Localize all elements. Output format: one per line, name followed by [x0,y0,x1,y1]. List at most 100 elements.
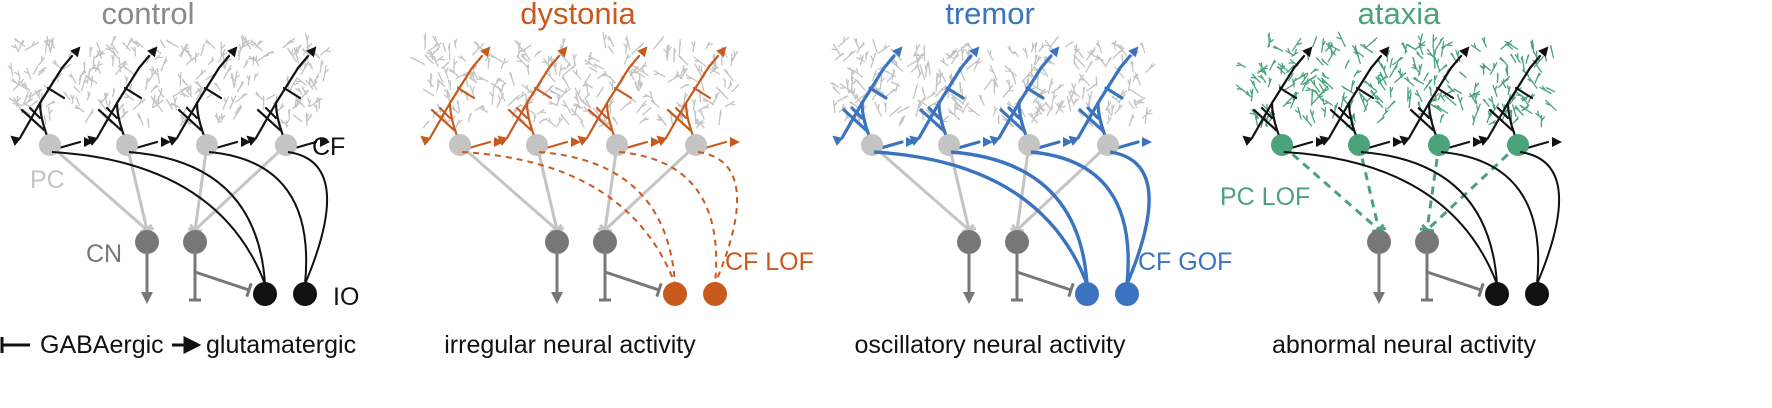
cf-axon [1440,151,1540,285]
arrowhead-icon [161,137,171,147]
pc-axon [193,143,288,232]
pc-soma [449,134,471,156]
pc-soma [606,134,628,156]
pc-axon [1015,144,1031,231]
io-soma [663,282,687,306]
cf-axon [1283,151,1498,285]
io-soma [703,282,727,306]
cf-axon [1030,150,1130,285]
arrowhead-icon [1316,137,1326,147]
io-soma [1485,282,1509,306]
arrowhead-icon [497,135,509,146]
caption-dystonia: irregular neural activity [444,331,696,359]
pc-soma [526,134,548,156]
io-soma [1075,282,1099,306]
arrowhead-icon [637,46,648,58]
arrowhead-icon [1068,135,1080,146]
panel-title-control: control [101,0,194,31]
circuit-drawing [7,31,1562,306]
pc-soma [938,134,960,156]
arrowhead-icon [320,137,330,147]
pc-axon [1425,143,1520,232]
arrowhead-icon [557,46,568,58]
pc-dendrite-tree [7,35,94,126]
pc-axon [49,143,148,232]
pc-dendrite-tree [830,36,922,128]
arrowhead-icon [10,135,22,146]
arrowhead-icon [241,137,251,147]
cf-axon [618,151,718,285]
cf-lof-label: CF LOF [725,248,814,276]
arrowhead-icon [1379,46,1390,58]
cn-label: CN [86,240,122,268]
cf-axon [1360,151,1498,285]
arrowhead-icon [494,137,504,147]
cf-branch [1068,46,1152,152]
arrowhead-icon [1302,46,1313,58]
cn-soma [135,230,159,254]
arrowhead-icon [989,135,1001,146]
arrowhead-icon [1242,135,1254,146]
arrowhead-icon [963,292,975,304]
arrowhead-icon [480,46,491,58]
arrowhead-icon [1552,137,1562,147]
cn-soma [957,230,981,254]
pc-soma [861,134,883,156]
arrowhead-icon [1393,137,1403,147]
arrowhead-icon [832,135,844,146]
pc-label: PC [30,166,65,194]
pc-dendrite-tree [1397,33,1481,126]
arrowhead-icon [892,46,903,58]
cf-branch [420,46,504,152]
cf-axon [873,150,1089,285]
pc-axon [1425,144,1441,231]
pc-dendrite-tree [241,33,331,128]
pc-lof-label: PC LOF [1220,183,1310,211]
arrowhead-icon [87,135,99,146]
arrowhead-icon [1049,46,1060,58]
panel-dystonia: dystonia [520,0,636,31]
arrowhead-icon [1373,292,1385,304]
pc-soma [1428,134,1450,156]
io-label: IO [333,283,359,311]
panel-title-dystonia: dystonia [520,0,636,31]
pc-axon [1357,144,1381,231]
inhibitory-terminal-icon [655,282,663,298]
cf-axon [128,151,266,285]
pc-soma [275,134,297,156]
pc-dendrite-tree [1315,31,1407,128]
pc-axon [1015,143,1110,232]
pc-axon [603,143,698,232]
cf-axon [697,151,739,285]
arrowhead-icon [1399,135,1411,146]
panel-ataxia: ataxia [1358,0,1441,31]
pc-soma [1507,134,1529,156]
cf-axon [1109,150,1151,285]
circuit-tremor [830,35,1156,306]
cn-io-axon [194,270,250,292]
arrowhead-icon [1142,137,1152,147]
pc-soma [1018,134,1040,156]
panel-title-tremor: tremor [945,0,1035,31]
arrowhead-icon [983,137,993,147]
panel-control: control [101,0,194,31]
pc-axon [459,143,558,232]
gaba-symbol-icon [0,337,30,353]
arrowhead-icon [906,137,916,147]
arrowhead-icon [571,137,581,147]
cf-branch [832,46,916,152]
cf-branch [167,46,251,152]
arrowhead-icon [651,137,661,147]
pc-dendrite-tree [570,31,665,128]
io-soma [1525,282,1549,306]
arrowhead-icon [656,135,668,146]
pc-dendrite-tree [650,39,739,129]
arrowhead-icon [167,135,179,146]
cf-gof-label: CF GOF [1138,248,1232,276]
arrowhead-icon [84,137,94,147]
legend: GABAergic glutamatergic [0,331,356,359]
arrowhead-icon [227,46,238,58]
arrowhead-icon [716,46,727,58]
arrowhead-icon [1063,137,1073,147]
